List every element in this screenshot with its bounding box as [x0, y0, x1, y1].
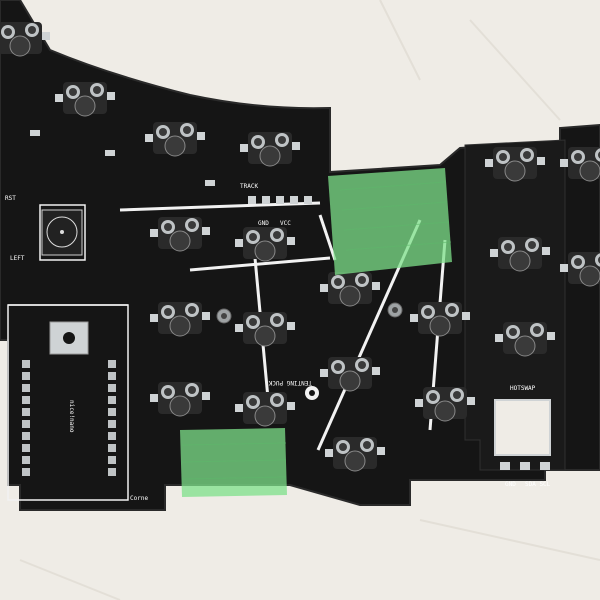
- pcb-right-strip: [464, 139, 566, 471]
- encoder: [41, 209, 83, 256]
- rst-label: RST: [5, 195, 16, 202]
- tape-top: [328, 168, 452, 275]
- gnd-label: GND: [258, 220, 269, 227]
- pcb-board: [0, 0, 600, 511]
- paper-crease: [19, 0, 600, 600]
- gnd-bottom-label: GND: [505, 481, 516, 488]
- standoffs: [216, 302, 403, 400]
- jumper-pad: [49, 321, 89, 355]
- hotswap-label: HOTSWAP: [510, 385, 536, 392]
- tenting-puck-label: TENTING PUCK: [268, 379, 312, 386]
- controller-label: nice!nano: [68, 400, 75, 433]
- tape-bottom: [180, 428, 287, 497]
- left-label: LEFT: [10, 255, 25, 262]
- vcc-label: VCC: [280, 220, 291, 227]
- controller-pins-right: [108, 360, 116, 476]
- track-label: TRACK: [240, 183, 258, 190]
- sda-scl-label: SDA SCL: [525, 481, 551, 488]
- smd-parts: [30, 130, 550, 470]
- silkscreen-outlines: [7, 204, 129, 501]
- trackpad-cutout: [494, 399, 551, 456]
- board-name-label: Corne: [130, 495, 148, 502]
- controller-pins-left: [22, 360, 30, 476]
- silkscreen-text: TENTING PUCK TRACK RST GND VCC Corne nic…: [5, 183, 551, 502]
